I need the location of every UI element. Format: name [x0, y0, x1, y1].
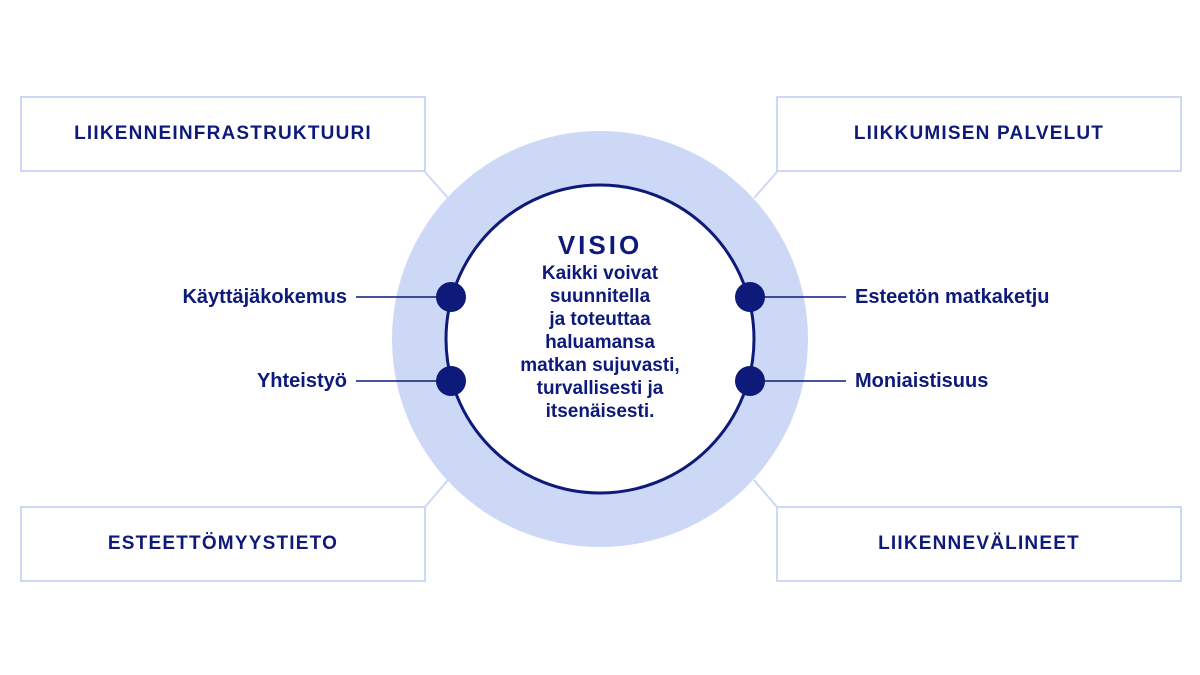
vision-statement: Kaikki voivat suunnitella ja toteuttaa h…: [450, 262, 750, 423]
vision-line: itsenäisesti.: [545, 401, 655, 422]
connector-bottom-right: [753, 479, 778, 508]
box-mobility-services: LIIKKUMISEN PALVELUT: [776, 96, 1182, 172]
connector-top-right: [753, 171, 778, 199]
vision-circle: [444, 183, 756, 495]
vision-text: VISIO Kaikki voivat suunnitella ja toteu…: [450, 230, 750, 423]
factor-accessible-travel-chain: Esteetön matkaketju: [855, 286, 1050, 308]
box-vehicles: LIIKENNEVÄLINEET: [776, 506, 1182, 582]
box-infrastructure: LIIKENNEINFRASTRUKTUURI: [20, 96, 426, 172]
box-accessibility-info: ESTEETTÖMYYSTIETO: [20, 506, 426, 582]
connector-bottom-left: [424, 479, 449, 508]
factor-dot-left-upper: [436, 282, 466, 312]
factor-dot-right-lower: [735, 366, 765, 396]
vision-line: matkan sujuvasti,: [520, 355, 680, 376]
connector-top-left: [424, 171, 449, 199]
factor-dot-left-lower: [436, 366, 466, 396]
vision-line: suunnitella: [549, 286, 651, 307]
factor-multisensory: Moniaistisuus: [855, 370, 989, 392]
factor-cooperation: Yhteistyö: [256, 370, 347, 392]
vision-line: Kaikki voivat: [541, 263, 659, 284]
vision-line: haluamansa: [545, 332, 655, 353]
factor-user-experience: Käyttäjäkokemus: [182, 286, 347, 308]
vision-line: turvallisesti ja: [536, 378, 664, 399]
vision-title: VISIO: [557, 230, 643, 260]
vision-line: ja toteuttaa: [549, 309, 651, 330]
factor-dot-right-upper: [735, 282, 765, 312]
